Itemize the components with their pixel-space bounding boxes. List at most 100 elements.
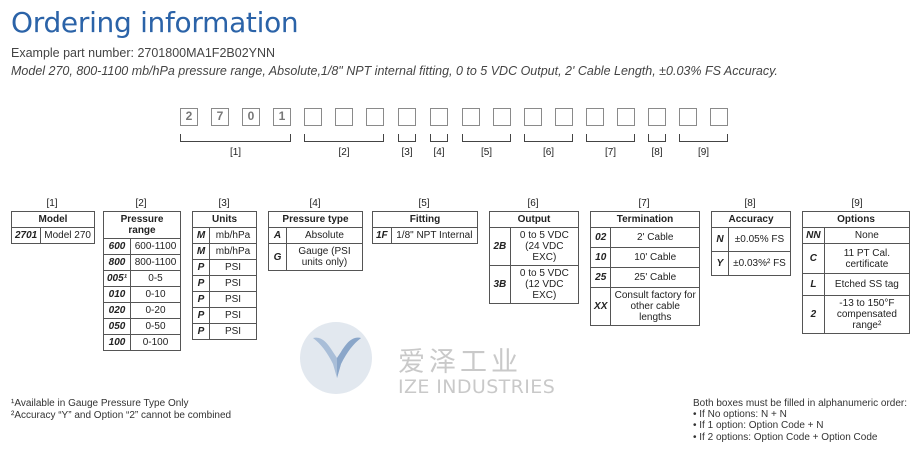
watermark-english-text: IZE INDUSTRIES: [398, 376, 556, 398]
table-header: Units: [192, 211, 257, 228]
option-desc: PSI: [209, 307, 257, 324]
section-label-accuracy: [8]: [744, 198, 756, 209]
part-number-box: [430, 108, 448, 126]
part-number-box: [335, 108, 353, 126]
section-label-pressure-type: [4]: [309, 198, 321, 209]
part-number-box: [679, 108, 697, 126]
option-desc: 0-10: [130, 286, 181, 303]
option-desc: 600-1100: [130, 238, 181, 255]
option-code: P: [192, 291, 210, 308]
part-number-bracket: [648, 134, 666, 142]
option-desc: 10' Cable: [610, 247, 700, 268]
section-label-output: [6]: [527, 198, 539, 209]
part-number-bracket-label: [2]: [338, 147, 350, 158]
options-note-line: • If 2 options: Option Code + Option Cod…: [693, 432, 878, 443]
part-number-box: 0: [242, 108, 260, 126]
table-header: Pressure range: [103, 211, 181, 239]
part-number-bracket: [462, 134, 511, 142]
option-desc: PSI: [209, 275, 257, 292]
option-code: 010: [102, 286, 132, 303]
option-code: P: [192, 307, 210, 324]
option-code: N: [711, 227, 729, 252]
option-code: XX: [589, 287, 612, 326]
part-number-box: [304, 108, 322, 126]
part-number-box: [462, 108, 480, 126]
options-note-line: • If No options: N + N: [693, 409, 787, 420]
part-number-bracket: [398, 134, 416, 142]
option-code: P: [192, 275, 210, 292]
option-desc: 0-50: [130, 318, 181, 335]
option-code: L: [802, 273, 825, 296]
option-desc: 0-20: [130, 302, 181, 319]
table-header: Options: [802, 211, 910, 228]
watermark-chinese-text: 爱泽工业: [398, 347, 522, 378]
option-desc: Etched SS tag: [823, 273, 911, 296]
part-number-bracket: [430, 134, 448, 142]
example-part-number: Example part number: 2701800MA1F2B02YNN: [11, 46, 276, 60]
option-code: 2701: [10, 227, 42, 244]
part-number-box: [524, 108, 542, 126]
option-desc: 11 PT Cal. certificate: [823, 243, 911, 274]
option-desc: 2' Cable: [610, 227, 700, 248]
option-desc: mb/hPa: [209, 243, 257, 260]
option-code: NN: [802, 227, 825, 244]
table-header: Pressure type: [268, 211, 363, 228]
option-desc: ±0.03%² FS: [728, 251, 791, 276]
table-header: Output: [489, 211, 579, 228]
option-desc: 0 to 5 VDC (12 VDC EXC): [509, 265, 580, 304]
option-code: 050: [102, 318, 132, 335]
options-note-heading: Both boxes must be filled in alphanumeri…: [693, 398, 908, 409]
part-number-box: [586, 108, 604, 126]
section-label-model: [1]: [46, 198, 58, 209]
option-desc: Gauge (PSI units only): [285, 243, 364, 271]
option-code: 800: [102, 254, 132, 271]
option-desc: None: [823, 227, 911, 244]
part-number-box: [648, 108, 666, 126]
option-code: 3B: [489, 265, 511, 304]
part-number-bracket-label: [6]: [542, 147, 555, 158]
option-code: A: [268, 227, 287, 244]
part-number-bracket-label: [5]: [480, 147, 493, 158]
option-code: 600: [102, 238, 132, 255]
part-number-box: 2: [180, 108, 198, 126]
part-number-bracket-label: [9]: [697, 147, 710, 158]
table-header: Accuracy: [711, 211, 791, 228]
ize-logo-icon: [313, 337, 361, 378]
part-number-box: [398, 108, 416, 126]
part-number-bracket-label: [4]: [433, 147, 445, 158]
option-desc: -13 to 150°F compensated range²: [823, 295, 911, 334]
option-code: 02: [589, 227, 612, 248]
section-label-pressure: [2]: [135, 198, 147, 209]
option-code: M: [192, 227, 210, 244]
option-desc: Absolute: [285, 227, 364, 244]
option-desc: 0-5: [130, 270, 181, 287]
option-desc: Model 270: [40, 227, 95, 244]
option-code: 005¹: [102, 270, 132, 287]
section-label-options: [9]: [851, 198, 863, 209]
option-desc: 800-1100: [130, 254, 181, 271]
part-number-box: 1: [273, 108, 291, 126]
option-code: 100: [102, 334, 132, 351]
part-number-bracket-label: [3]: [401, 147, 413, 158]
model-description: Model 270, 800-1100 mb/hPa pressure rang…: [11, 64, 778, 78]
option-desc: 0-100: [130, 334, 181, 351]
options-note-line: • If 1 option: Option Code + N: [693, 420, 824, 431]
section-label-fitting: [5]: [418, 198, 430, 209]
part-number-box: [493, 108, 511, 126]
option-code: 020: [102, 302, 132, 319]
option-desc: 1/8" NPT Internal: [390, 227, 479, 244]
table-header: Model: [11, 211, 95, 228]
option-code: P: [192, 259, 210, 276]
page-title: Ordering information: [11, 6, 299, 39]
option-code: 2: [802, 295, 825, 334]
part-number-bracket-label: [1]: [229, 147, 242, 158]
section-label-units: [3]: [218, 198, 230, 209]
option-code: 10: [589, 247, 612, 268]
option-code: Y: [711, 251, 729, 276]
option-code: P: [192, 323, 210, 340]
